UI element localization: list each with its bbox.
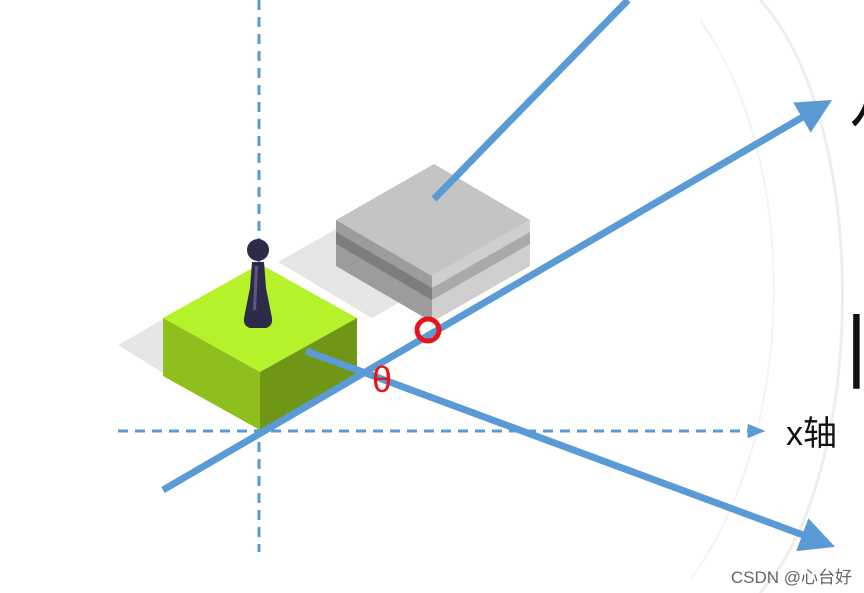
green-block-side — [260, 318, 357, 430]
theta-label: θ — [372, 359, 392, 400]
gray-block-top — [336, 164, 530, 276]
person-figure-icon — [243, 239, 273, 328]
gray-block-side-band — [432, 232, 530, 300]
view-ray-to-gray-block — [431, 0, 631, 202]
edge-glyph-top: ﾉ — [848, 67, 864, 139]
watermark-text: CSDN @心台好 — [731, 568, 852, 587]
background-arc — [758, 0, 844, 593]
edge-glyph-mid: | — [846, 300, 864, 389]
green-block-front — [163, 318, 260, 430]
x-axis-label: x轴 — [786, 415, 837, 453]
intersection-marker — [414, 316, 442, 344]
gray-block-front-band — [336, 232, 432, 300]
downward-axis-arrow — [304, 347, 836, 552]
diagonal-axis-arrow — [161, 99, 833, 494]
gray-block — [336, 164, 530, 322]
